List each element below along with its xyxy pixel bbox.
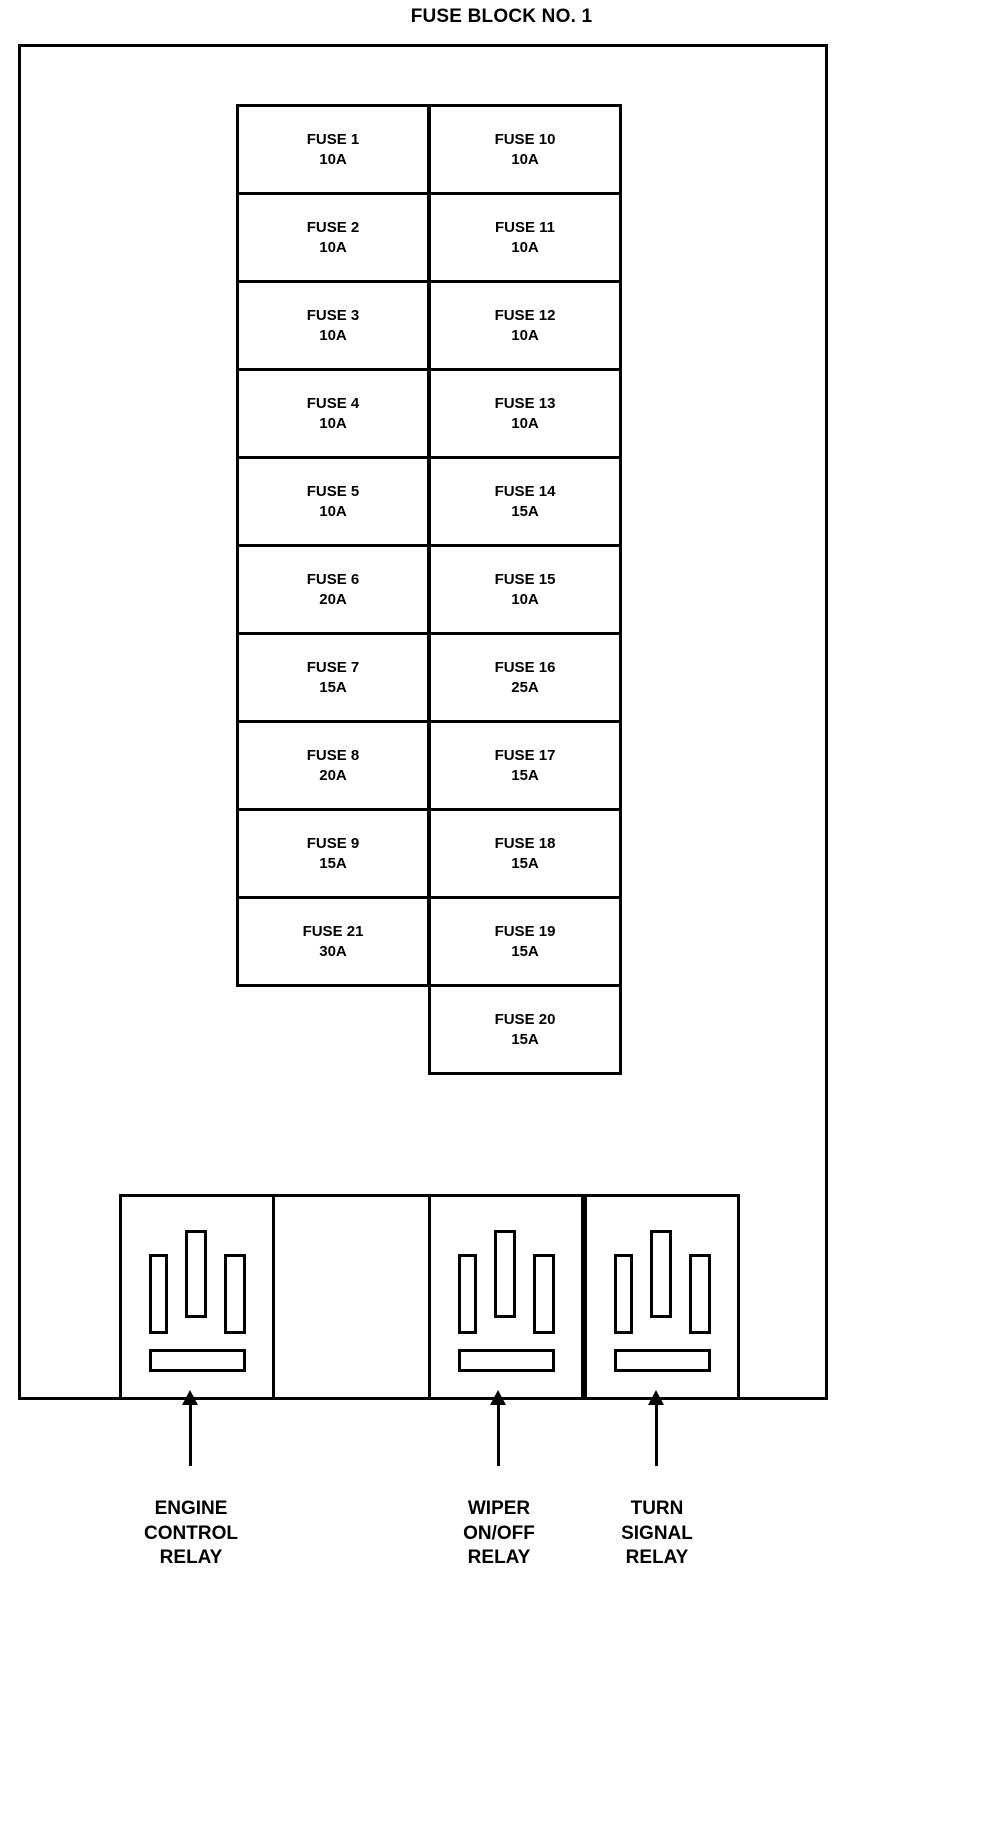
relay-pin-center-icon — [494, 1230, 516, 1318]
fuse-label: FUSE 8 — [306, 747, 360, 764]
fuse-amperage: 10A — [511, 238, 539, 256]
fuse-cell[interactable]: FUSE 10 10A — [431, 107, 619, 195]
fuse-amperage: 10A — [319, 414, 347, 432]
fuse-cell[interactable]: FUSE 14 15A — [431, 459, 619, 547]
fuse-label: FUSE 6 — [306, 571, 360, 588]
fuse-cell[interactable]: FUSE 4 10A — [239, 371, 427, 459]
callout-arrow-turn-signal-relay — [648, 1390, 664, 1466]
relay-pin-right-icon — [689, 1254, 711, 1334]
relay-pin-bar-icon — [458, 1349, 555, 1372]
relay-module-wiper-on-off[interactable] — [428, 1194, 584, 1400]
fuse-label: FUSE 19 — [494, 923, 556, 940]
fuse-amperage: 15A — [511, 766, 539, 784]
relay-pin-bar-icon — [149, 1349, 246, 1372]
page-title: FUSE BLOCK NO. 1 — [410, 6, 593, 27]
fuse-cell[interactable]: FUSE 21 30A — [239, 899, 427, 987]
relay-label-line: WIPER — [467, 1498, 531, 1519]
fuse-label: FUSE 16 — [494, 659, 556, 676]
fuse-column-right: FUSE 10 10A FUSE 11 10A FUSE 12 10A FUSE 13 10A… — [428, 104, 622, 1075]
fuse-cell[interactable]: FUSE 9 15A — [239, 811, 427, 899]
relay-label-line: RELAY — [159, 1547, 223, 1569]
callout-arrow-wiper-on-off-relay — [490, 1390, 506, 1466]
fuse-label: FUSE 5 — [306, 483, 360, 500]
fuse-label: FUSE 2 — [306, 219, 360, 236]
fuse-cell[interactable]: FUSE 5 10A — [239, 459, 427, 547]
fuse-label: FUSE 3 — [306, 307, 360, 324]
fuse-label: FUSE 21 — [302, 923, 364, 940]
fuse-label: FUSE 20 — [494, 1011, 556, 1028]
relay-pin-center-icon — [185, 1230, 207, 1318]
relay-label-wiper-on-off: WIPER ON/OFF RELAY — [409, 1497, 589, 1571]
fuse-cell[interactable]: FUSE 13 10A — [431, 371, 619, 459]
relay-pin-left-icon — [458, 1254, 477, 1334]
fuse-amperage: 15A — [319, 854, 347, 872]
relay-pin-right-icon — [533, 1254, 555, 1334]
fuse-amperage: 20A — [319, 590, 347, 608]
fuse-amperage: 10A — [511, 326, 539, 344]
relay-pin-bar-icon — [614, 1349, 711, 1372]
fuse-label: FUSE 17 — [494, 747, 556, 764]
fuse-label: FUSE 14 — [494, 483, 556, 500]
fuse-cell[interactable]: FUSE 3 10A — [239, 283, 427, 371]
fuse-cell[interactable]: FUSE 11 10A — [431, 195, 619, 283]
fuse-amperage: 15A — [319, 678, 347, 696]
fuse-amperage: 10A — [511, 150, 539, 168]
fuse-amperage: 15A — [511, 502, 539, 520]
fuse-label: FUSE 18 — [494, 835, 556, 852]
fuse-label: FUSE 9 — [306, 835, 360, 852]
fuse-cell[interactable]: FUSE 8 20A — [239, 723, 427, 811]
fuse-amperage: 10A — [511, 590, 539, 608]
fuse-cell[interactable]: FUSE 16 25A — [431, 635, 619, 723]
fuse-cell[interactable]: FUSE 6 20A — [239, 547, 427, 635]
fuse-amperage: 15A — [511, 942, 539, 960]
fuse-cell[interactable]: FUSE 19 15A — [431, 899, 619, 987]
fuse-label: FUSE 15 — [494, 571, 556, 588]
fuse-amperage: 10A — [319, 238, 347, 256]
relay-label-turn-signal: TURN SIGNAL RELAY — [567, 1497, 747, 1571]
fuse-label: FUSE 12 — [494, 307, 556, 324]
fuse-cell[interactable]: FUSE 15 10A — [431, 547, 619, 635]
relay-label-line: ON/OFF — [463, 1522, 535, 1544]
relay-pin-right-icon — [224, 1254, 246, 1334]
fuse-amperage: 15A — [511, 854, 539, 872]
relay-module-engine-control[interactable] — [119, 1194, 275, 1400]
fuse-amperage: 15A — [511, 1030, 539, 1048]
fuse-amperage: 10A — [319, 326, 347, 344]
fuse-label: FUSE 13 — [494, 395, 556, 412]
relay-label-line: SIGNAL — [621, 1522, 693, 1544]
fuse-cell[interactable]: FUSE 1 10A — [239, 107, 427, 195]
fuse-label: FUSE 7 — [306, 659, 360, 676]
fuse-cell[interactable]: FUSE 17 15A — [431, 723, 619, 811]
relay-pin-left-icon — [614, 1254, 633, 1334]
relay-pin-center-icon — [650, 1230, 672, 1318]
fuse-label: FUSE 11 — [494, 219, 556, 236]
fuse-amperage: 10A — [511, 414, 539, 432]
relay-label-line: CONTROL — [144, 1522, 238, 1544]
fuse-amperage: 10A — [319, 502, 347, 520]
fuse-cell[interactable]: FUSE 2 10A — [239, 195, 427, 283]
relay-module-turn-signal[interactable] — [584, 1194, 740, 1400]
relay-label-engine-control: ENGINE CONTROL RELAY — [101, 1497, 281, 1571]
relay-label-line: TURN — [630, 1498, 684, 1519]
fuse-cell[interactable]: FUSE 18 15A — [431, 811, 619, 899]
relay-pin-left-icon — [149, 1254, 168, 1334]
fuse-cell[interactable]: FUSE 20 15A — [431, 987, 619, 1075]
callout-arrow-engine-control-relay — [182, 1390, 198, 1466]
fuse-label: FUSE 4 — [306, 395, 360, 412]
fuse-cell[interactable]: FUSE 7 15A — [239, 635, 427, 723]
relay-label-line: ENGINE — [154, 1498, 228, 1519]
fuse-amperage: 10A — [319, 150, 347, 168]
relay-label-line: RELAY — [467, 1547, 531, 1569]
fuse-amperage: 20A — [319, 766, 347, 784]
fuse-label: FUSE 10 — [494, 131, 556, 148]
relay-label-line: RELAY — [625, 1547, 689, 1569]
fuse-label: FUSE 1 — [306, 131, 360, 148]
fuse-cell[interactable]: FUSE 12 10A — [431, 283, 619, 371]
fuse-amperage: 30A — [319, 942, 347, 960]
fuse-amperage: 25A — [511, 678, 539, 696]
